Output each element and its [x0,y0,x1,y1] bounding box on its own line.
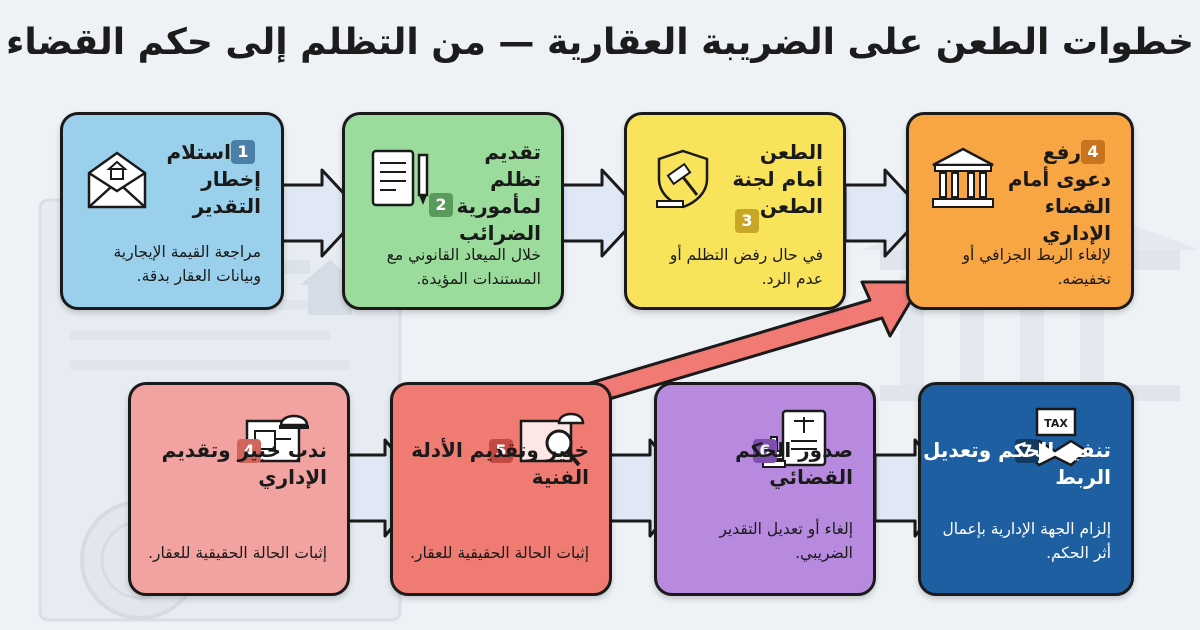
step-description: إلزام الجهة الإدارية بإعمال أثر الحكم. [942,520,1111,562]
step-number-badge: 1 [231,139,255,164]
page-title: خطوات الطعن على الضريبة العقارية — من ال… [5,22,1195,63]
step-title: الطعن أمام لجنة الطعن [732,140,823,218]
step-number-badge: 7 [1015,439,1039,463]
step-number-badge: 3 [735,209,759,233]
blueprint-magnifier-icon [519,412,585,467]
step-title: 1استلام إخطار التقدير [166,139,261,218]
step-number-badge: 2 [429,193,453,217]
step-number-badge: 5 [489,439,513,463]
gavel-shield-icon [656,149,709,209]
step-title: تقديم تظلم لمأمورية الضرائب 2 [429,139,541,247]
step-title: ندب خبير وتقديم الإداري [161,438,327,489]
courthouse-icon [932,147,994,208]
step-title: خبير وتقديم الأدلة الفنية [411,438,589,489]
step-number-badge: 4 [237,439,261,463]
step-card-4-top: 4رفع دعوى أمام القضاء الإداري لإلغاء الر… [906,112,1134,310]
step-title: صدور الحكم القضائي [735,438,853,489]
step-description: إثبات الحالة الحقيقية للعقار. [148,544,327,562]
step-description: لإلغاء الربط الجزافي أو تخفيضه. [962,246,1111,288]
step-card-7: TAX 7 تنفيذ الحكم وتعديل الربط إلزام الج… [918,382,1134,596]
step-title: 4رفع دعوى أمام القضاء الإداري [1007,139,1111,245]
step-card-5: 5 خبير وتقديم الأدلة الفنية إثبات الحالة… [390,382,612,596]
step-title: تنفيذ الحكم وتعديل الربط [923,438,1111,489]
tax-handshake-icon: TAX [1020,407,1090,467]
step-description: في حال رفض التظلم أو عدم الرد. [669,246,823,288]
step-card-4-bottom: 4 ندب خبير وتقديم الإداري إثبات الحالة ا… [128,382,350,596]
document-pen-icon [371,149,429,207]
step-description: إثبات الحالة الحقيقية للعقار. [410,544,589,562]
step-card-2: تقديم تظلم لمأمورية الضرائب 2 خلال الميع… [342,112,564,310]
tax-label: TAX [1044,417,1068,430]
envelope-house-icon [87,151,147,209]
step-description: إلغاء أو تعديل التقدير الضريبي. [719,520,853,562]
step-card-1: 1استلام إخطار التقدير مراجعة القيمة الإي… [60,112,284,310]
step-card-3: الطعن أمام لجنة الطعن 3 في حال رفض التظل… [624,112,846,310]
step-number-badge: 4 [1081,139,1105,164]
step-number-badge: 6 [753,439,777,463]
step-description: مراجعة القيمة الإيجارية وبيانات العقار ب… [113,243,262,285]
step-description: خلال الميعاد القانوني مع المستندات المؤي… [386,246,541,288]
step-card-6: 6 صدور الحكم القضائي إلغاء أو تعديل التق… [654,382,876,596]
diagonal-arrow [558,280,924,412]
